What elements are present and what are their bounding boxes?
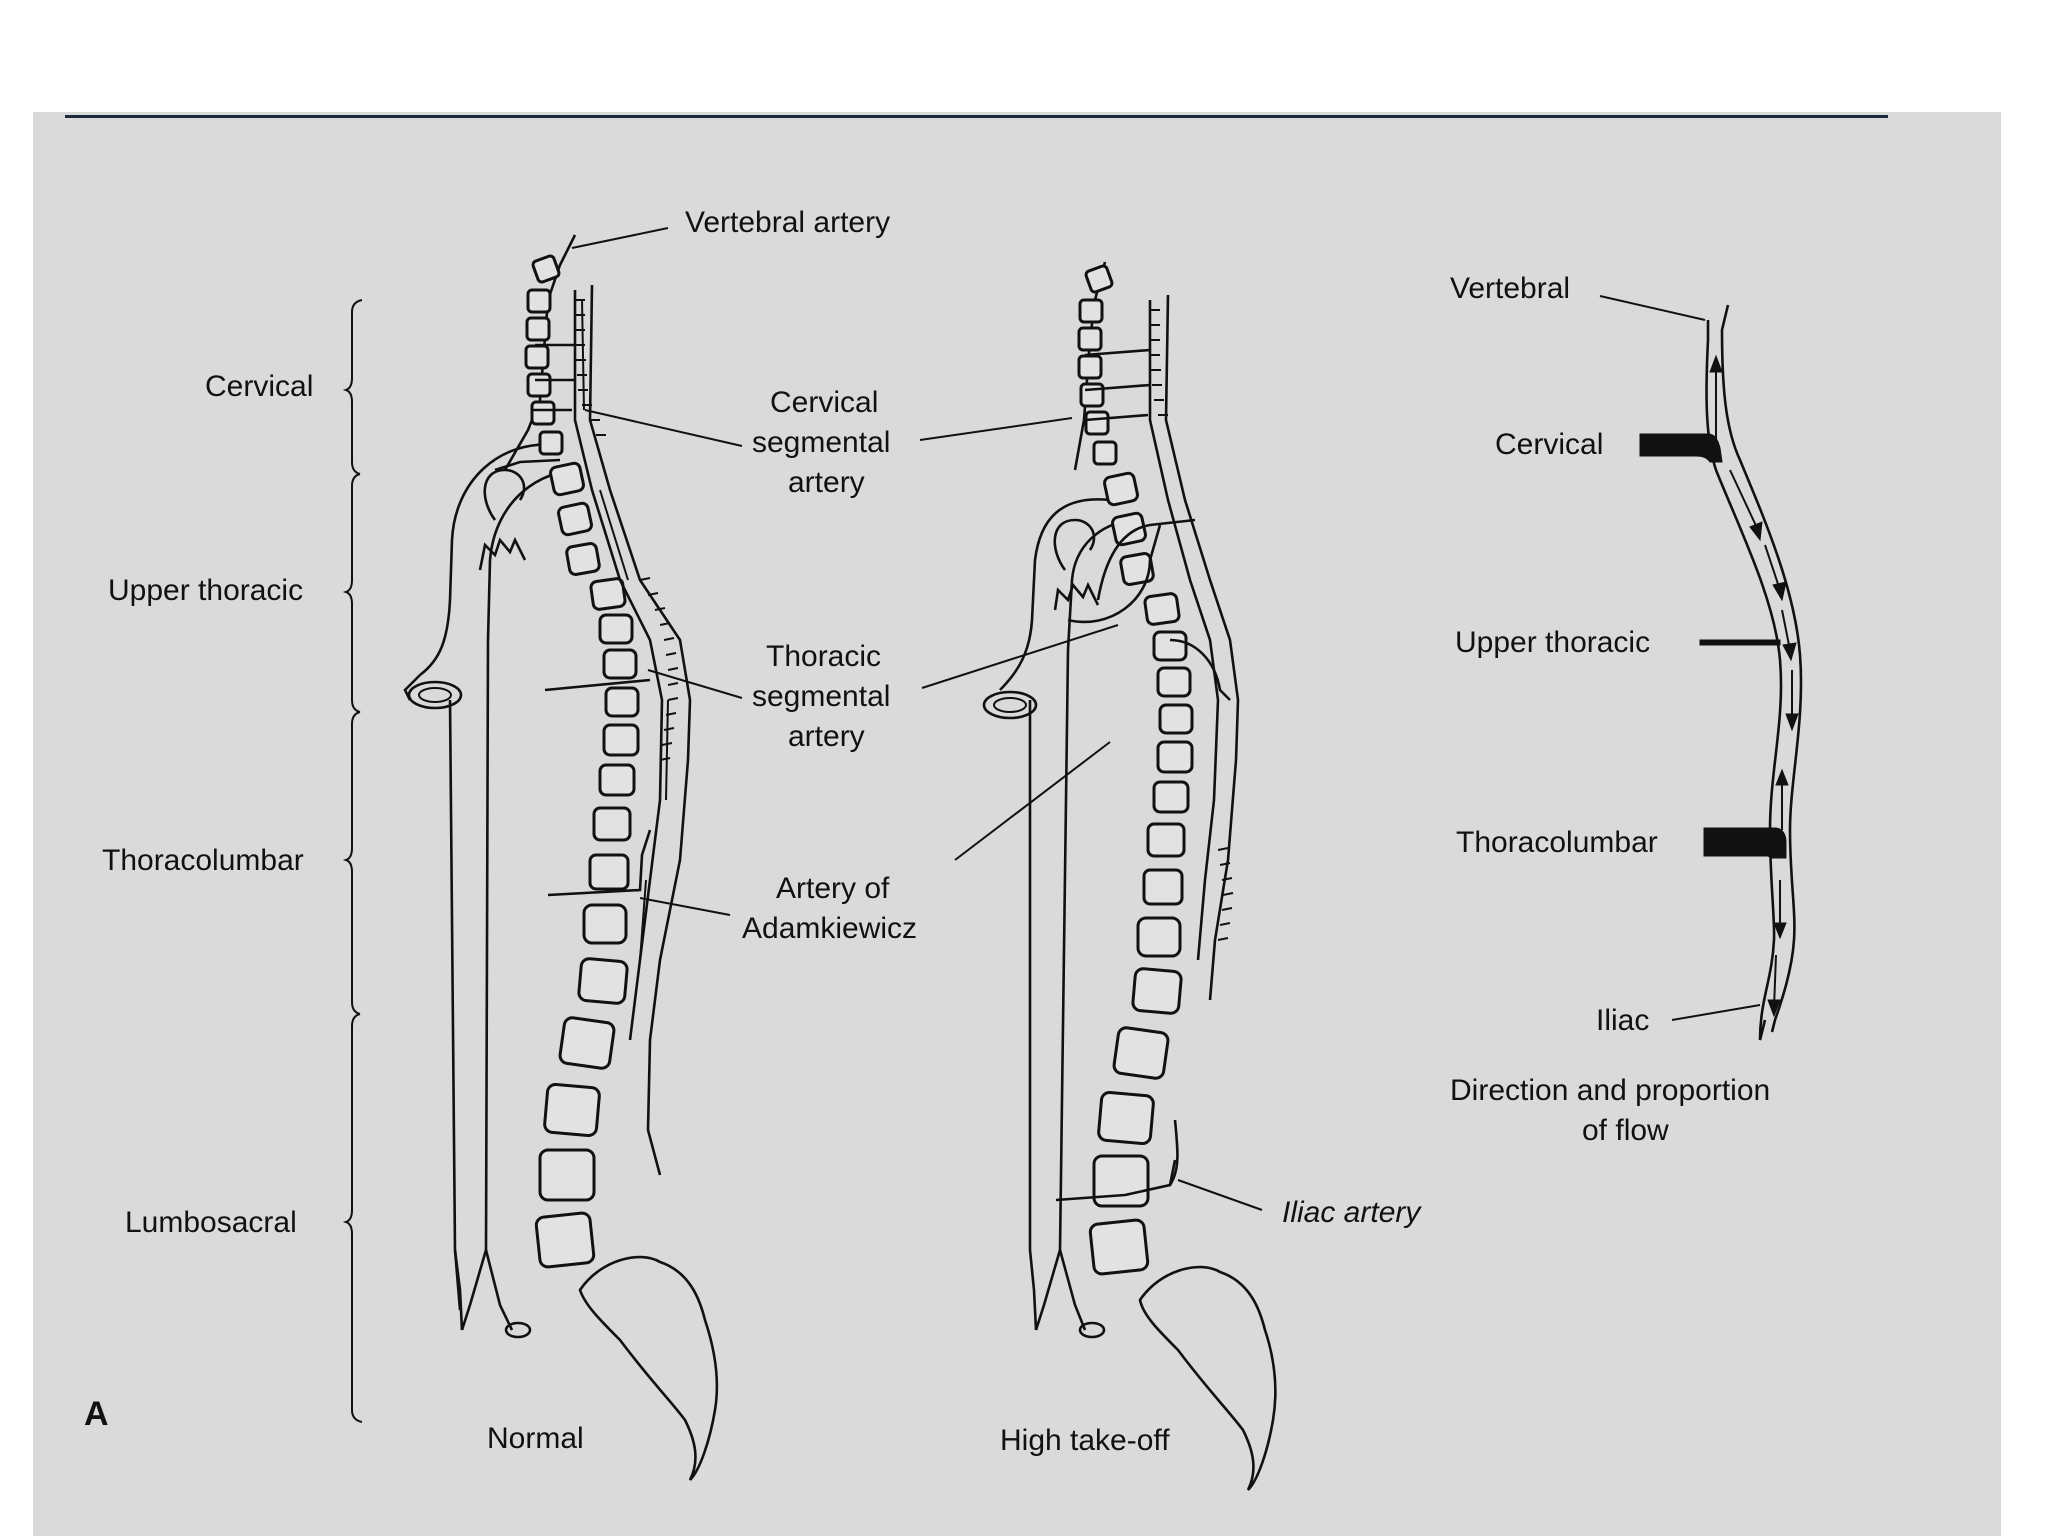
- flow-vessel-left-wall: [1705, 320, 1783, 1041]
- header-rule: [65, 115, 1888, 118]
- label-cervical-segmental-line3: artery: [788, 466, 865, 499]
- high-takeoff-aorta: [982, 498, 1131, 1339]
- high-takeoff-vertebral-column: [1073, 261, 1277, 1491]
- label-iliac-artery: Iliac artery: [1282, 1196, 1422, 1229]
- label-thoracic-segmental-line3: artery: [788, 720, 865, 753]
- flow-diagram: [1599, 295, 1803, 1041]
- flow-label-upper-thoracic: Upper thoracic: [1455, 626, 1650, 659]
- flow-label-thoracolumbar: Thoracolumbar: [1456, 826, 1658, 859]
- label-thoracic-segmental-line1: Thoracic: [766, 640, 881, 673]
- label-adamkiewicz-line2: Adamkiewicz: [742, 912, 917, 945]
- flow-vessel-right-wall: [1720, 304, 1803, 1033]
- normal-segmental-arteries: [494, 343, 652, 897]
- region-label-lumbosacral: Lumbosacral: [125, 1206, 297, 1239]
- high-takeoff-segmental-arteries: [1055, 348, 1231, 1202]
- callout-leaders: [571, 227, 1263, 1211]
- region-label-thoracolumbar: Thoracolumbar: [102, 844, 304, 877]
- caption-high-takeoff: High take-off: [1000, 1424, 1170, 1457]
- label-cervical-segmental-line2: segmental: [752, 426, 890, 459]
- region-label-cervical: Cervical: [205, 370, 313, 403]
- high-takeoff-spinal-cord: [1148, 294, 1240, 1001]
- flow-arrows: [1709, 354, 1799, 1018]
- panel-letter: A: [84, 1395, 109, 1433]
- label-cervical-segmental-line1: Cervical: [770, 386, 878, 419]
- flow-leader-vertebral: [1599, 295, 1706, 321]
- label-adamkiewicz-line1: Artery of: [776, 872, 890, 905]
- flow-label-cervical: Cervical: [1495, 428, 1603, 461]
- flow-branch-cervical: [1639, 433, 1723, 463]
- flow-branch-thoracolumbar: [1703, 827, 1787, 859]
- region-label-upper-thoracic: Upper thoracic: [108, 574, 303, 607]
- flow-caption-line2: of flow: [1582, 1114, 1669, 1147]
- normal-spinal-cord: [573, 284, 692, 1176]
- normal-spine-illustration: [403, 234, 719, 1481]
- page-background: [33, 112, 2001, 1536]
- flow-leader-iliac: [1671, 1004, 1761, 1021]
- label-vertebral-artery: Vertebral artery: [685, 206, 890, 239]
- flow-label-iliac: Iliac: [1596, 1004, 1649, 1037]
- flow-label-vertebral: Vertebral: [1450, 272, 1570, 305]
- flow-branch-upper-thoracic: [1699, 639, 1781, 646]
- high-takeoff-spine-illustration: [982, 261, 1277, 1491]
- normal-vertebral-column: [503, 234, 719, 1481]
- region-braces: [342, 299, 363, 1423]
- label-thoracic-segmental-line2: segmental: [752, 680, 890, 713]
- flow-caption-line1: Direction and proportion: [1450, 1074, 1770, 1107]
- normal-aorta: [403, 443, 581, 1339]
- caption-normal: Normal: [487, 1422, 584, 1455]
